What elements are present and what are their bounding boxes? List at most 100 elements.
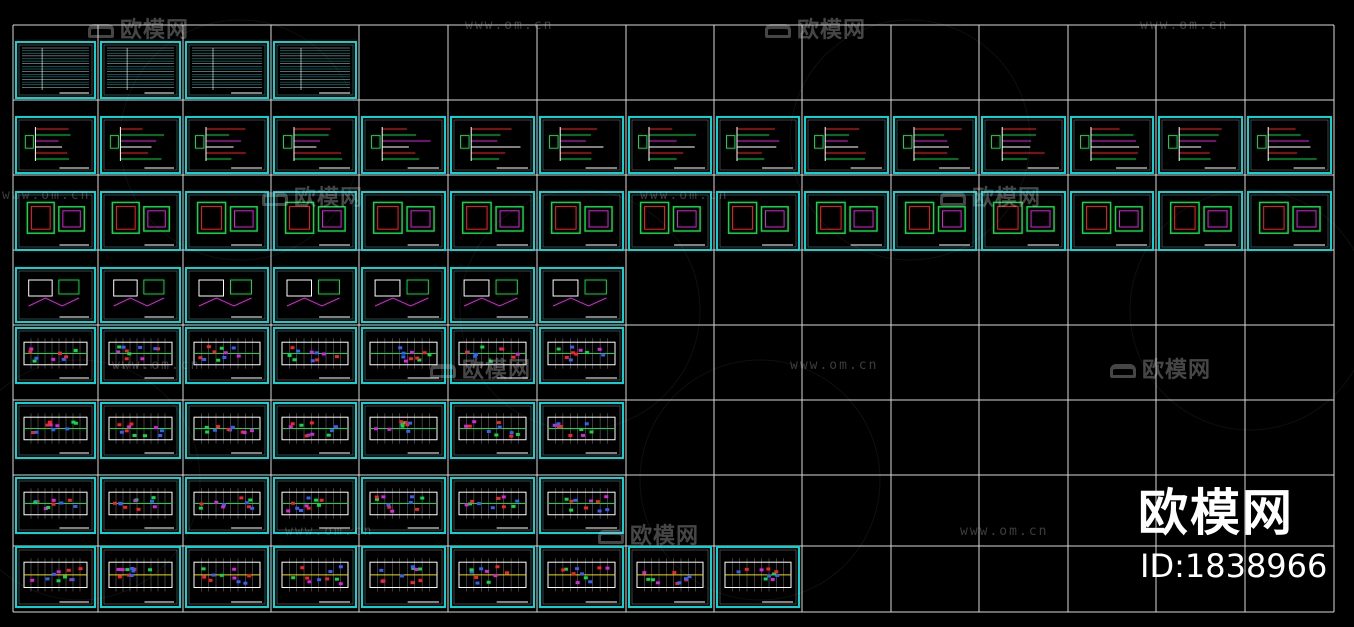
drawing-sheet[interactable] <box>804 191 889 251</box>
drawing-sheet[interactable] <box>185 191 269 251</box>
drawing-sheet[interactable] <box>804 116 889 174</box>
drawing-sheet[interactable] <box>361 116 446 174</box>
drawing-sheet[interactable] <box>15 402 96 459</box>
plan-device <box>300 566 305 570</box>
sheet-inner-frame <box>896 194 974 248</box>
sheet-inner-frame <box>188 480 266 531</box>
plan-device <box>568 434 573 438</box>
watermark-arc <box>639 359 881 601</box>
drawing-sheet[interactable] <box>361 191 446 251</box>
drawing-sheet[interactable] <box>361 546 446 608</box>
sheet-border <box>539 402 624 459</box>
drawing-sheet[interactable] <box>716 546 800 608</box>
drawing-sheet[interactable] <box>628 191 712 251</box>
plan-device <box>381 495 386 499</box>
drawing-sheet[interactable] <box>15 191 96 251</box>
drawing-sheet[interactable] <box>628 116 712 174</box>
drawing-sheet[interactable] <box>273 267 357 323</box>
drawing-sheet[interactable] <box>893 191 977 251</box>
sheet-border <box>628 191 712 251</box>
drawing-sheet[interactable] <box>450 116 535 174</box>
device-box <box>1080 135 1090 149</box>
plan-device <box>158 433 163 437</box>
detail-line <box>113 297 165 307</box>
drawing-sheet[interactable] <box>273 546 357 608</box>
drawing-sheet[interactable] <box>893 116 977 174</box>
drawing-sheet[interactable] <box>539 191 624 251</box>
plan-device <box>775 573 780 577</box>
drawing-sheet[interactable] <box>100 402 181 459</box>
plan-device <box>672 571 677 575</box>
drawing-sheet[interactable] <box>100 546 181 608</box>
drawing-sheet[interactable] <box>981 191 1066 251</box>
drawing-sheet[interactable] <box>450 546 535 608</box>
drawing-sheet[interactable] <box>361 477 446 534</box>
plan-device <box>588 580 593 584</box>
drawing-sheet[interactable] <box>361 402 446 459</box>
drawing-sheet[interactable] <box>1247 116 1332 174</box>
drawing-sheet[interactable] <box>185 402 269 459</box>
room-outline <box>495 206 524 232</box>
drawing-sheet[interactable] <box>273 327 357 384</box>
drawing-sheet[interactable] <box>1070 191 1154 251</box>
drawing-sheet[interactable] <box>361 327 446 384</box>
plan-device <box>474 352 479 356</box>
drawing-sheet[interactable] <box>1158 191 1243 251</box>
drawing-sheet[interactable] <box>100 477 181 534</box>
drawing-sheet[interactable] <box>185 41 269 99</box>
drawing-sheet[interactable] <box>185 546 269 608</box>
drawing-sheet[interactable] <box>273 116 357 174</box>
drawing-sheet[interactable] <box>361 267 446 323</box>
drawing-sheet[interactable] <box>100 191 181 251</box>
drawing-sheet[interactable] <box>1070 116 1154 174</box>
drawing-sheet[interactable] <box>450 477 535 534</box>
drawing-sheet[interactable] <box>716 191 800 251</box>
drawing-sheet[interactable] <box>100 327 181 384</box>
drawing-sheet[interactable] <box>185 477 269 534</box>
sheet-border <box>361 327 446 384</box>
drawing-sheet[interactable] <box>450 327 535 384</box>
drawing-sheet[interactable] <box>185 327 269 384</box>
drawing-sheet[interactable] <box>628 546 712 608</box>
drawing-sheet[interactable] <box>539 402 624 459</box>
drawing-sheet[interactable] <box>539 267 624 323</box>
plan-device <box>116 350 121 354</box>
drawing-sheet[interactable] <box>539 477 624 534</box>
sheet-border <box>273 267 357 323</box>
drawing-sheet[interactable] <box>981 116 1066 174</box>
drawing-sheet[interactable] <box>273 191 357 251</box>
plan-device <box>292 358 297 362</box>
drawing-sheet[interactable] <box>15 116 96 174</box>
drawing-sheet[interactable] <box>185 116 269 174</box>
plan-device <box>314 498 319 502</box>
drawing-sheet[interactable] <box>15 327 96 384</box>
detail-line <box>198 297 252 307</box>
drawing-sheet[interactable] <box>273 41 357 99</box>
drawing-sheet[interactable] <box>539 116 624 174</box>
drawing-sheet[interactable] <box>1158 116 1243 174</box>
drawing-sheet[interactable] <box>450 267 535 323</box>
drawing-sheet[interactable] <box>273 402 357 459</box>
plan-device <box>399 420 404 424</box>
drawing-sheet[interactable] <box>100 267 181 323</box>
drawing-sheet[interactable] <box>15 546 96 608</box>
drawing-sheet[interactable] <box>539 546 624 608</box>
drawing-sheet[interactable] <box>450 402 535 459</box>
room-inner <box>765 210 785 228</box>
drawing-sheet[interactable] <box>15 267 96 323</box>
drawing-sheet[interactable] <box>539 327 624 384</box>
drawing-sheet[interactable] <box>273 477 357 534</box>
drawing-sheet[interactable] <box>716 116 800 174</box>
drawing-sheet[interactable] <box>15 477 96 534</box>
drawing-sheet[interactable] <box>100 41 181 99</box>
drawing-sheet[interactable] <box>450 191 535 251</box>
plan-device <box>569 499 574 503</box>
plan-device <box>515 352 520 356</box>
drawing-sheet[interactable] <box>185 267 269 323</box>
drawing-sheet[interactable] <box>100 116 181 174</box>
plan-device <box>464 424 469 428</box>
drawing-sheet[interactable] <box>15 41 96 99</box>
drawing-sheet[interactable] <box>1247 191 1332 251</box>
